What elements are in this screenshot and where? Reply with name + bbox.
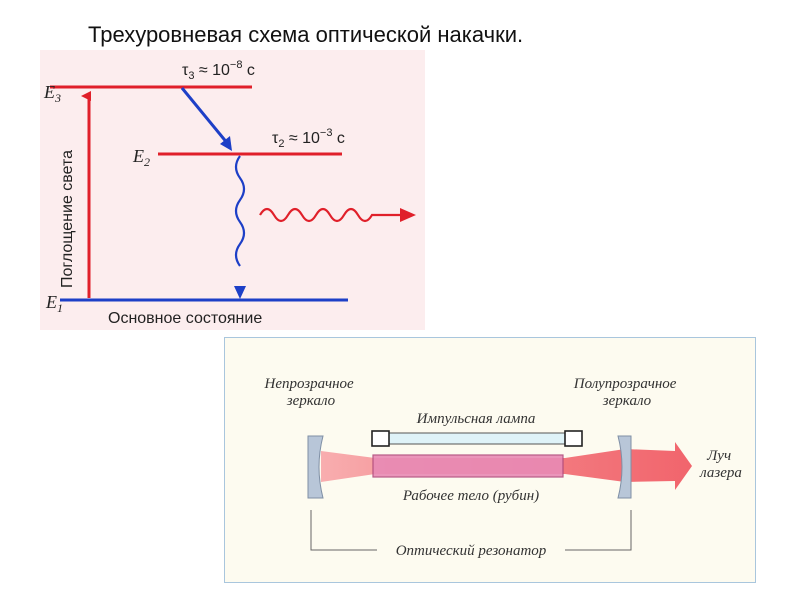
- semi-transparent-mirror: [617, 435, 632, 499]
- lamp-tube: [387, 432, 567, 445]
- tau3-label: τ3 ≈ 10−8 с: [182, 59, 255, 82]
- ground-state-label: Основное состояние: [108, 310, 262, 327]
- beam-label: Луч лазера: [699, 448, 742, 481]
- semi-mirror-label: Полупрозрачное зеркало: [573, 376, 680, 409]
- opaque-mirror-label: Непрозрачное зеркало: [264, 376, 358, 409]
- emitted-photon-arrowhead: [400, 208, 416, 222]
- nonradiative-arrowhead: [220, 136, 232, 151]
- level-e3-label: E3: [43, 82, 61, 105]
- emitted-photon-wave: [259, 207, 402, 223]
- radiative-transition-arrowhead: [234, 286, 246, 299]
- energy-level-diagram: E3 E2 E1 τ3 ≈ 10−8 с τ2 ≈ 10−3 с Поглоще…: [40, 50, 425, 330]
- energy-level-svg: E3 E2 E1 τ3 ≈ 10−8 с τ2 ≈ 10−3 с Поглоще…: [43, 59, 416, 327]
- level-e2-label: E2: [132, 146, 150, 169]
- lamp-label: Импульсная лампа: [416, 411, 536, 427]
- working-body-label: Рабочее тело (рубин): [402, 488, 539, 504]
- resonator-label: Оптический резонатор: [396, 543, 547, 559]
- resonator-bracket: [310, 510, 632, 551]
- laser-schematic: Непрозрачное зеркало Полупрозрачное зерк…: [224, 337, 756, 583]
- absorption-label: Поглощение света: [59, 150, 76, 288]
- page-title: Трехуровневая схема оптической накачки.: [88, 22, 524, 47]
- opaque-mirror: [307, 435, 324, 499]
- radiative-transition-wave: [234, 155, 246, 267]
- lamp-end-right: [564, 430, 583, 447]
- ruby-rod: [372, 454, 564, 478]
- laser-schematic-svg: Непрозрачное зеркало Полупрозрачное зерк…: [264, 376, 742, 559]
- tau2-label: τ2 ≈ 10−3 с: [272, 127, 345, 150]
- lamp-end-left: [371, 430, 390, 447]
- level-e1-label: E1: [45, 292, 63, 315]
- nonradiative-arrow: [180, 87, 230, 145]
